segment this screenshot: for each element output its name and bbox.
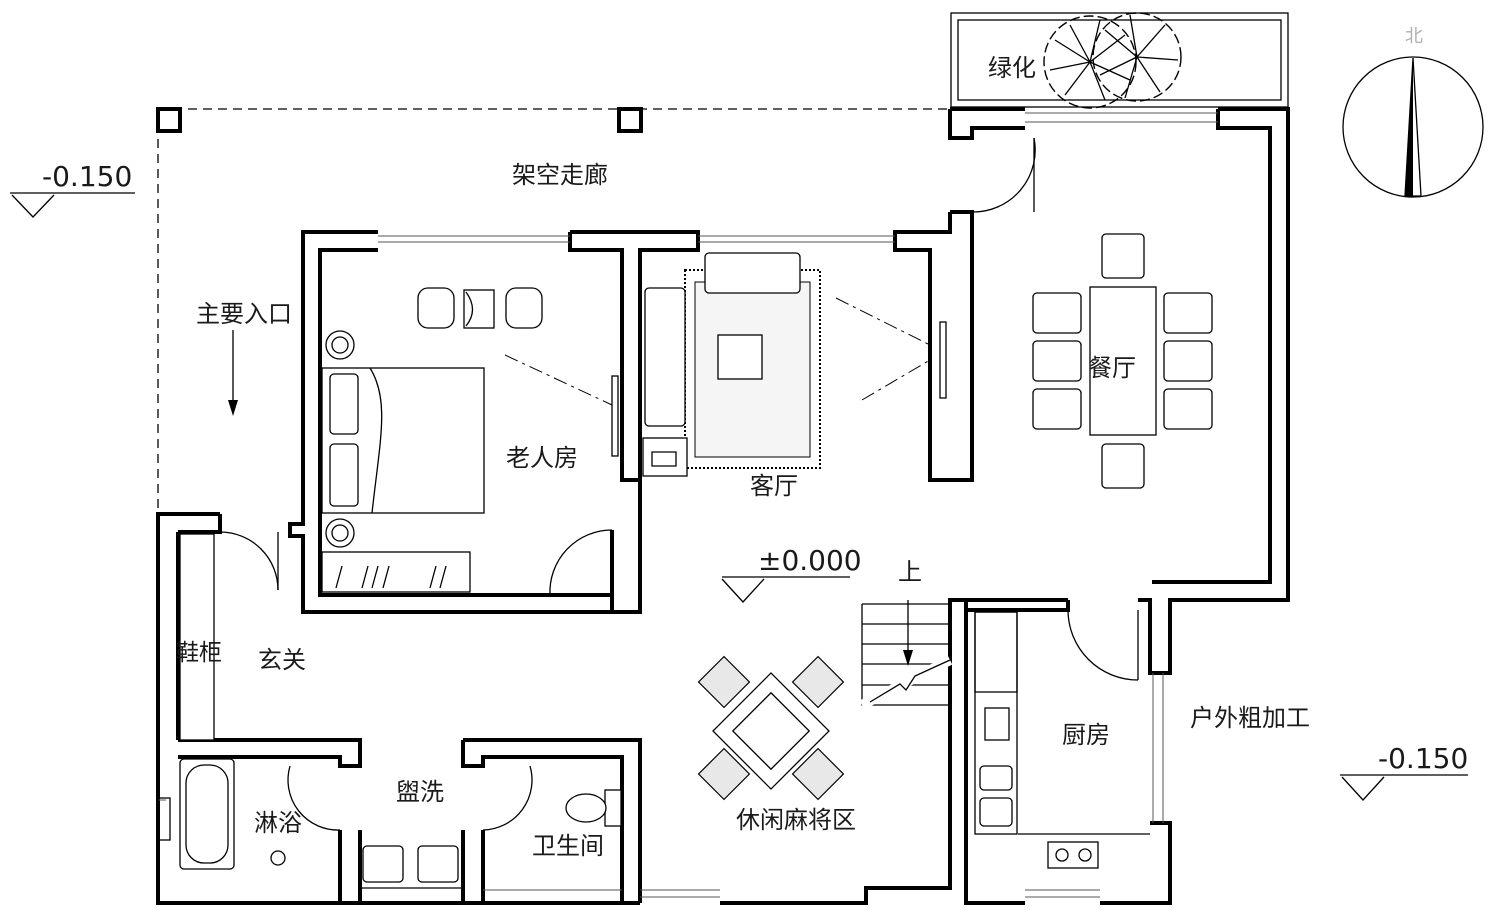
label-stairs-up: 上 <box>898 558 922 586</box>
label-shoe-cabinet: 鞋柜 <box>176 640 222 666</box>
label-kitchen: 厨房 <box>1062 721 1110 749</box>
level-marker-west: -0.150 <box>10 160 135 218</box>
stairs <box>859 600 953 710</box>
shoe-cabinet <box>179 533 215 741</box>
label-elder-room: 老人房 <box>506 444 578 472</box>
level-value-center: ±0.000 <box>758 544 862 577</box>
bathroom-fixtures <box>179 758 622 889</box>
label-dining: 餐厅 <box>1088 354 1136 382</box>
label-washing: 盥洗 <box>396 778 444 806</box>
level-value-west: -0.150 <box>42 160 132 193</box>
windows <box>157 112 1218 898</box>
label-outdoor-processing: 户外粗加工 <box>1190 704 1310 732</box>
level-marker-center: ±0.000 <box>721 544 862 603</box>
label-mahjong: 休闲麻将区 <box>736 806 856 834</box>
north-label: 北 <box>1405 26 1423 47</box>
tree-icon <box>1043 12 1182 109</box>
living-room-furniture <box>642 252 947 477</box>
north-compass: 北 <box>1342 26 1484 198</box>
label-corridor: 架空走廊 <box>512 161 608 189</box>
entrance-arrow-icon <box>228 330 238 416</box>
level-marker-east: -0.150 <box>1340 742 1468 801</box>
planter-box <box>950 12 1289 109</box>
elder-room-furniture <box>321 287 619 593</box>
label-main-entrance: 主要入口 <box>196 300 292 328</box>
label-shower: 淋浴 <box>254 809 302 837</box>
doors <box>219 137 1139 831</box>
walls <box>156 107 1290 905</box>
level-value-east: -0.150 <box>1378 742 1468 775</box>
mahjong-table <box>697 655 845 801</box>
label-greening: 绿化 <box>988 54 1036 82</box>
label-living-room: 客厅 <box>750 472 798 500</box>
dining-furniture <box>1032 233 1213 489</box>
kitchen-fixtures <box>974 611 1150 869</box>
label-toilet: 卫生间 <box>532 832 604 860</box>
label-foyer: 玄关 <box>258 646 306 674</box>
overhead-corridor-outline <box>156 107 950 512</box>
